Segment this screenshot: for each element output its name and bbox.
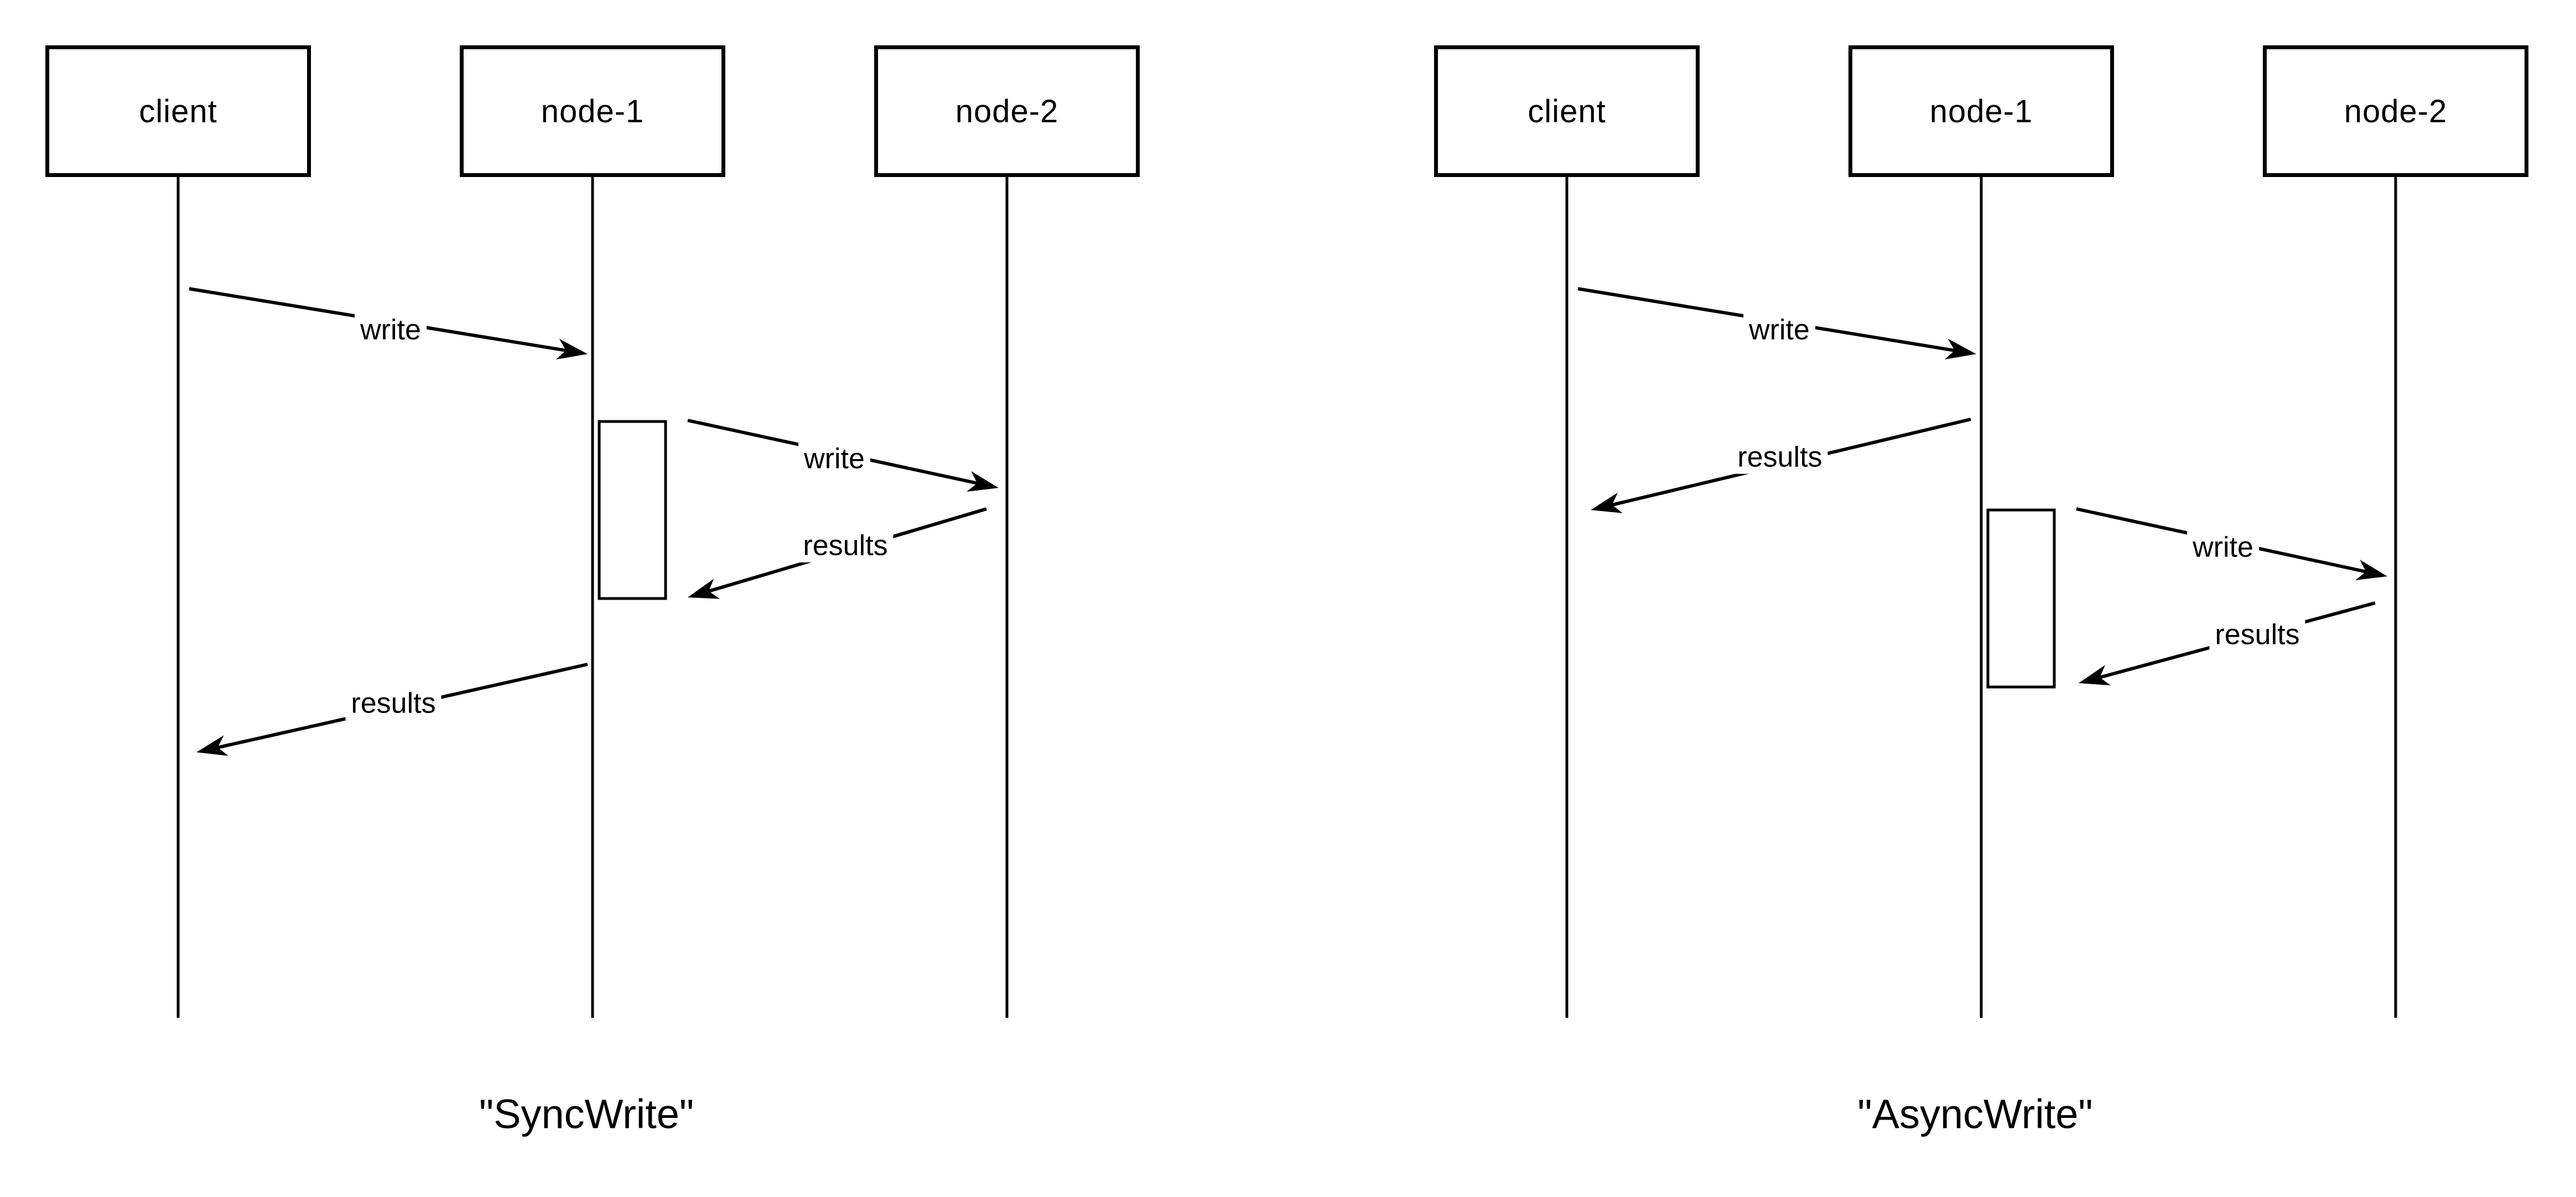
actor-label-async-node-2: node-2: [2344, 93, 2448, 129]
message-arrowhead-async-write-2: [2355, 559, 2387, 580]
activation-box-async: [1986, 508, 2056, 689]
message-arrowhead-sync-results-2: [688, 579, 720, 599]
actor-box-sync-node-1: node-1: [460, 45, 725, 177]
actor-box-async-node-1: node-1: [1848, 45, 2114, 177]
message-arrowhead-async-results-3: [2079, 665, 2111, 685]
message-label-async-write-2: write: [2187, 531, 2259, 564]
actor-label-async-client: client: [1528, 93, 1606, 129]
actor-label-async-node-1: node-1: [1929, 93, 2033, 129]
actor-label-sync-node-1: node-1: [541, 93, 645, 129]
message-label-sync-write-1: write: [355, 314, 427, 347]
actor-box-async-node-2: node-2: [2263, 45, 2528, 177]
message-label-async-results-1: results: [1732, 441, 1828, 474]
message-arrowhead-sync-results-3: [196, 735, 228, 756]
activation-box-sync: [598, 420, 667, 600]
message-arrowhead-sync-write-0: [555, 339, 588, 360]
message-label-async-results-2: results: [2209, 618, 2305, 652]
message-arrowhead-async-results-1: [1591, 492, 1623, 513]
message-label-async-write-1: write: [1743, 314, 1815, 347]
diagram-title-syncwrite: "SyncWrite": [479, 1091, 694, 1137]
actor-box-sync-client: client: [45, 45, 311, 177]
actor-label-sync-client: client: [139, 93, 217, 129]
actor-label-sync-node-2: node-2: [955, 93, 1059, 129]
message-arrowhead-async-write-0: [1944, 339, 1976, 360]
message-arrowhead-sync-write-1: [967, 471, 999, 492]
message-label-sync-results-2: results: [345, 687, 442, 720]
actor-box-sync-node-2: node-2: [874, 45, 1140, 177]
actor-box-async-client: client: [1434, 45, 1700, 177]
message-label-sync-write-2: write: [798, 443, 870, 476]
diagram-title-asyncwrite: "AsyncWrite": [1857, 1091, 2093, 1137]
message-label-sync-results-1: results: [797, 529, 894, 563]
